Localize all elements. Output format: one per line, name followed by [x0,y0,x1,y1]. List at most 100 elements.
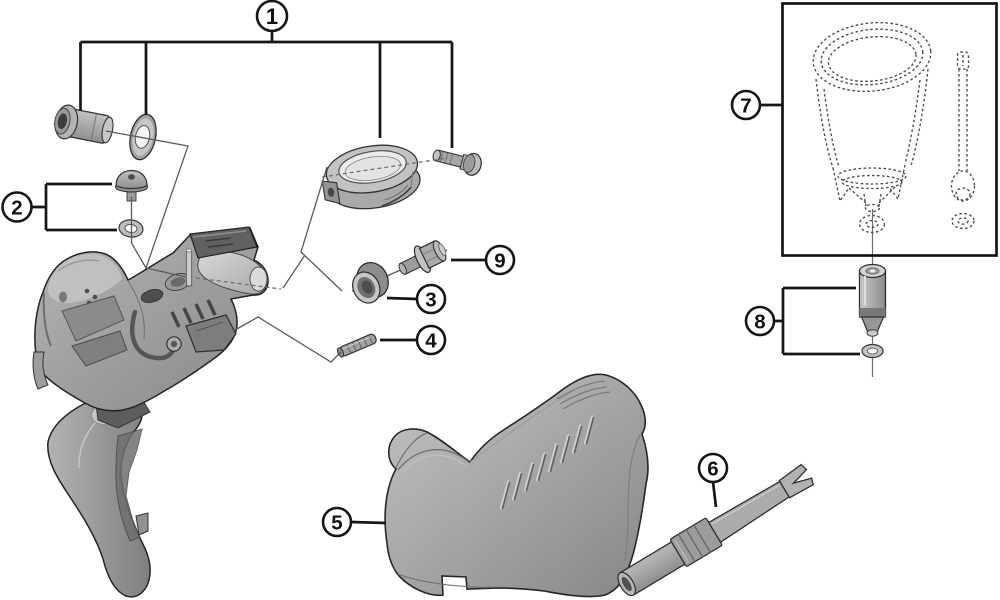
part-o-ring-8 [861,343,884,359]
part-washer [129,113,157,161]
bolt-step [90,113,97,141]
callout-3-circle [415,283,447,315]
callout-8-circle [744,305,776,337]
body-hole [84,288,90,294]
stub-6 [711,481,718,508]
brake-lever-blade [47,396,151,598]
master-cylinder-barrel [197,250,268,295]
funnel-oring-hole [865,219,879,229]
funnel-side-left [815,78,834,169]
dashed-axes [195,157,448,290]
plunger-bulb [950,170,976,202]
hood-ridge [469,389,576,463]
hood-rolled-edge [397,448,471,471]
band-slit-2 [384,184,409,201]
body-hole [92,294,98,300]
axis-barrel-dashed [195,277,282,290]
part-funnel-box [781,2,998,377]
part-lever-assembly [32,226,269,598]
callout-1-circle [255,0,289,33]
band-slit [381,186,412,207]
stopper-taper [860,316,885,332]
callout-5: 5 [321,506,353,538]
callout-3-label: 3 [425,289,436,312]
pivot-boss-center [170,340,178,348]
lid-slots [205,237,234,248]
hood-bottom-shade [399,574,499,588]
plunger-oring-hole [957,217,969,225]
fbolt-nub [438,243,447,256]
part-cap [114,169,149,202]
hood-nose-line [395,432,428,469]
callout-6-label: 6 [707,458,718,481]
part-flange-bolt [398,240,447,275]
funnel-rim [812,21,932,93]
band-seam [410,171,414,187]
blade-tab [135,512,149,536]
callout-2-circle [1,191,33,223]
callout-2: 2 [1,191,33,223]
hood-edge-lines [556,380,611,410]
guide-pin [185,249,193,287]
callouts: 1 2 3 4 5 6 7 8 [1,0,776,538]
band-farwall [344,155,401,182]
leader-lines [105,130,343,363]
leader-pin [234,316,342,363]
part-oil-stopper [858,263,887,337]
bushing-hole-deep [361,280,373,294]
hood-right-crease [624,434,641,561]
paddle-plate-2 [71,330,128,367]
rib-highlights [499,415,595,510]
funnel-inner-left [823,88,840,168]
tool-bar [707,480,790,544]
funnel-legs [832,164,906,203]
pin-ribs [346,334,374,354]
part-funnel [812,21,932,234]
funnel-inner-right [904,79,921,165]
rib-grooves [501,416,595,510]
tool-handle-hole [621,576,632,592]
tool-boss-grooves [677,524,711,562]
plunger-top [956,51,970,70]
callout-brackets [31,31,860,525]
bracket-2 [31,182,117,232]
reach-strap [32,351,49,390]
guide-pin-top [185,248,193,253]
blade-inner-facet [115,428,143,542]
leader-clamp [300,166,343,292]
vent-slats [170,299,217,328]
part-clamp-screw [432,149,482,176]
pin-body [339,333,377,357]
part-bushing [352,261,389,304]
plunger-oring-outer [951,212,975,230]
callout-6-circle [697,452,729,484]
callout-9-label: 9 [494,250,505,273]
stopper-band [859,308,886,317]
body-crease [127,280,145,340]
stub-5 [350,520,387,525]
callout-7-label: 7 [740,95,751,118]
stopper-tip [866,329,879,337]
part-fixing-bolt [54,104,114,144]
callout-9: 9 [484,244,516,276]
plunger-shaft [958,69,968,171]
callout-7: 7 [730,89,762,121]
screw-head-face [462,154,476,173]
funnel-stem-end [864,203,881,213]
callout-6: 6 [697,452,729,484]
rim-inner [827,35,917,83]
leader-barrel-tip [282,254,306,289]
part-clamp-band [321,144,421,210]
callout-8: 8 [744,305,776,337]
part-tool [617,463,814,597]
funnel-v [848,186,896,204]
tool-bar-highlight [711,484,780,525]
part-plunger [950,51,976,230]
callout-5-label: 5 [331,512,342,535]
rim-outer [812,21,932,93]
hood-peak-line [57,259,100,272]
bracket-8 [774,286,860,356]
callout-9-circle [484,244,516,276]
funnel-stem [863,193,882,207]
funnel-side-right [910,68,929,167]
